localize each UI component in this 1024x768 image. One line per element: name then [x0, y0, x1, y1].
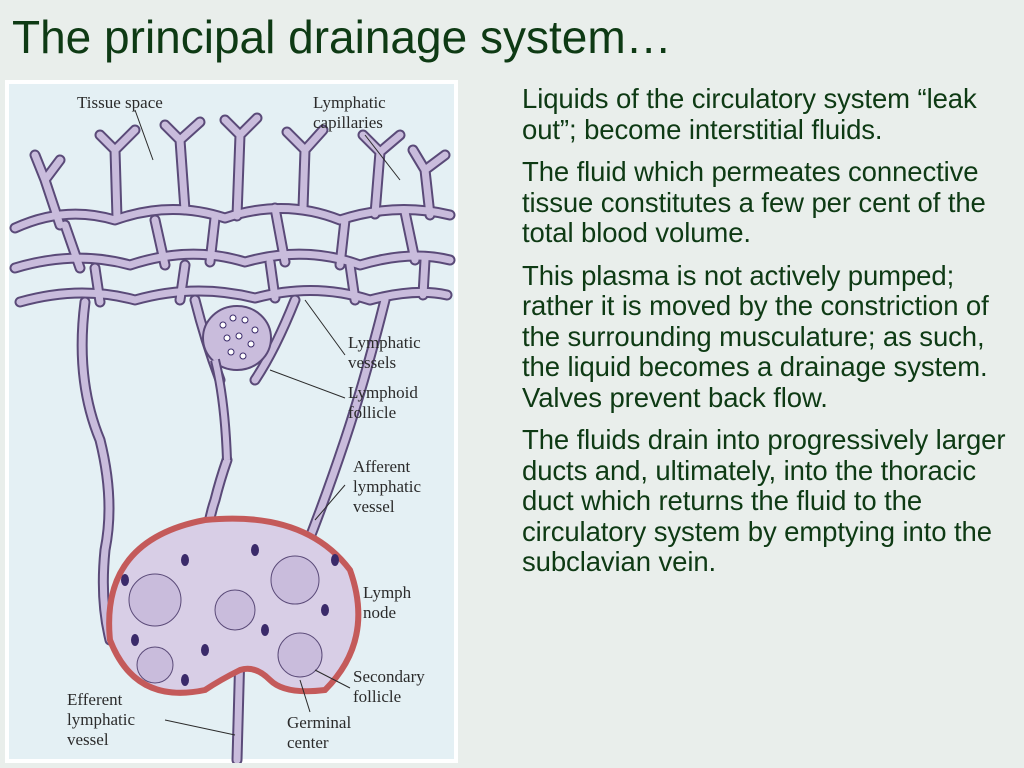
- lymph-diagram-svg: Tissue space Lymphatic capillaries Lymph…: [9, 84, 456, 763]
- lymphatic-capillary-network: [9, 112, 456, 763]
- label-lymphatic-capillaries-line1: Lymphatic: [313, 93, 386, 112]
- label-lymph-node-line1: Lymph: [363, 583, 412, 602]
- label-efferent-line1: Efferent: [67, 690, 123, 709]
- label-efferent-line2: lymphatic: [67, 710, 135, 729]
- label-germinal-center-line2: center: [287, 733, 329, 752]
- lymph-node: [106, 515, 362, 696]
- label-tissue-space: Tissue space: [77, 93, 163, 112]
- label-afferent-line1: Afferent: [353, 457, 411, 476]
- label-lymphoid-follicle-line1: Lymphoid: [348, 383, 418, 402]
- slide-title: The principal drainage system…: [12, 11, 672, 63]
- label-secondary-follicle-line1: Secondary: [353, 667, 425, 686]
- label-lymphatic-capillaries-line2: capillaries: [313, 113, 383, 132]
- label-lymphoid-follicle-line2: follicle: [348, 403, 396, 422]
- paragraph-blood-volume: The fluid which permeates connective tis…: [522, 156, 986, 248]
- paragraph-leak-out: Liquids of the circulatory system “leak …: [522, 83, 977, 145]
- label-leader-lines: [134, 109, 401, 736]
- text-body: Liquids of the circulatory system “leak …: [522, 83, 1018, 590]
- paragraph-thoracic-duct: The fluids drain into progressively larg…: [522, 424, 1006, 577]
- label-efferent-line3: vessel: [67, 730, 109, 749]
- label-lymphatic-vessels-line1: Lymphatic: [348, 333, 421, 352]
- label-germinal-center-line1: Germinal: [287, 713, 351, 732]
- lymphoid-follicle: [202, 305, 272, 461]
- label-afferent-line2: lymphatic: [353, 477, 421, 496]
- label-lymphatic-vessels-line2: vessels: [348, 353, 396, 372]
- paragraph-plasma-drainage: This plasma is not actively pumped; rath…: [522, 259, 989, 413]
- lymphatic-system-diagram: Tissue space Lymphatic capillaries Lymph…: [5, 80, 458, 763]
- label-afferent-line3: vessel: [353, 497, 395, 516]
- label-lymph-node-line2: node: [363, 603, 396, 622]
- label-secondary-follicle-line2: follicle: [353, 687, 401, 706]
